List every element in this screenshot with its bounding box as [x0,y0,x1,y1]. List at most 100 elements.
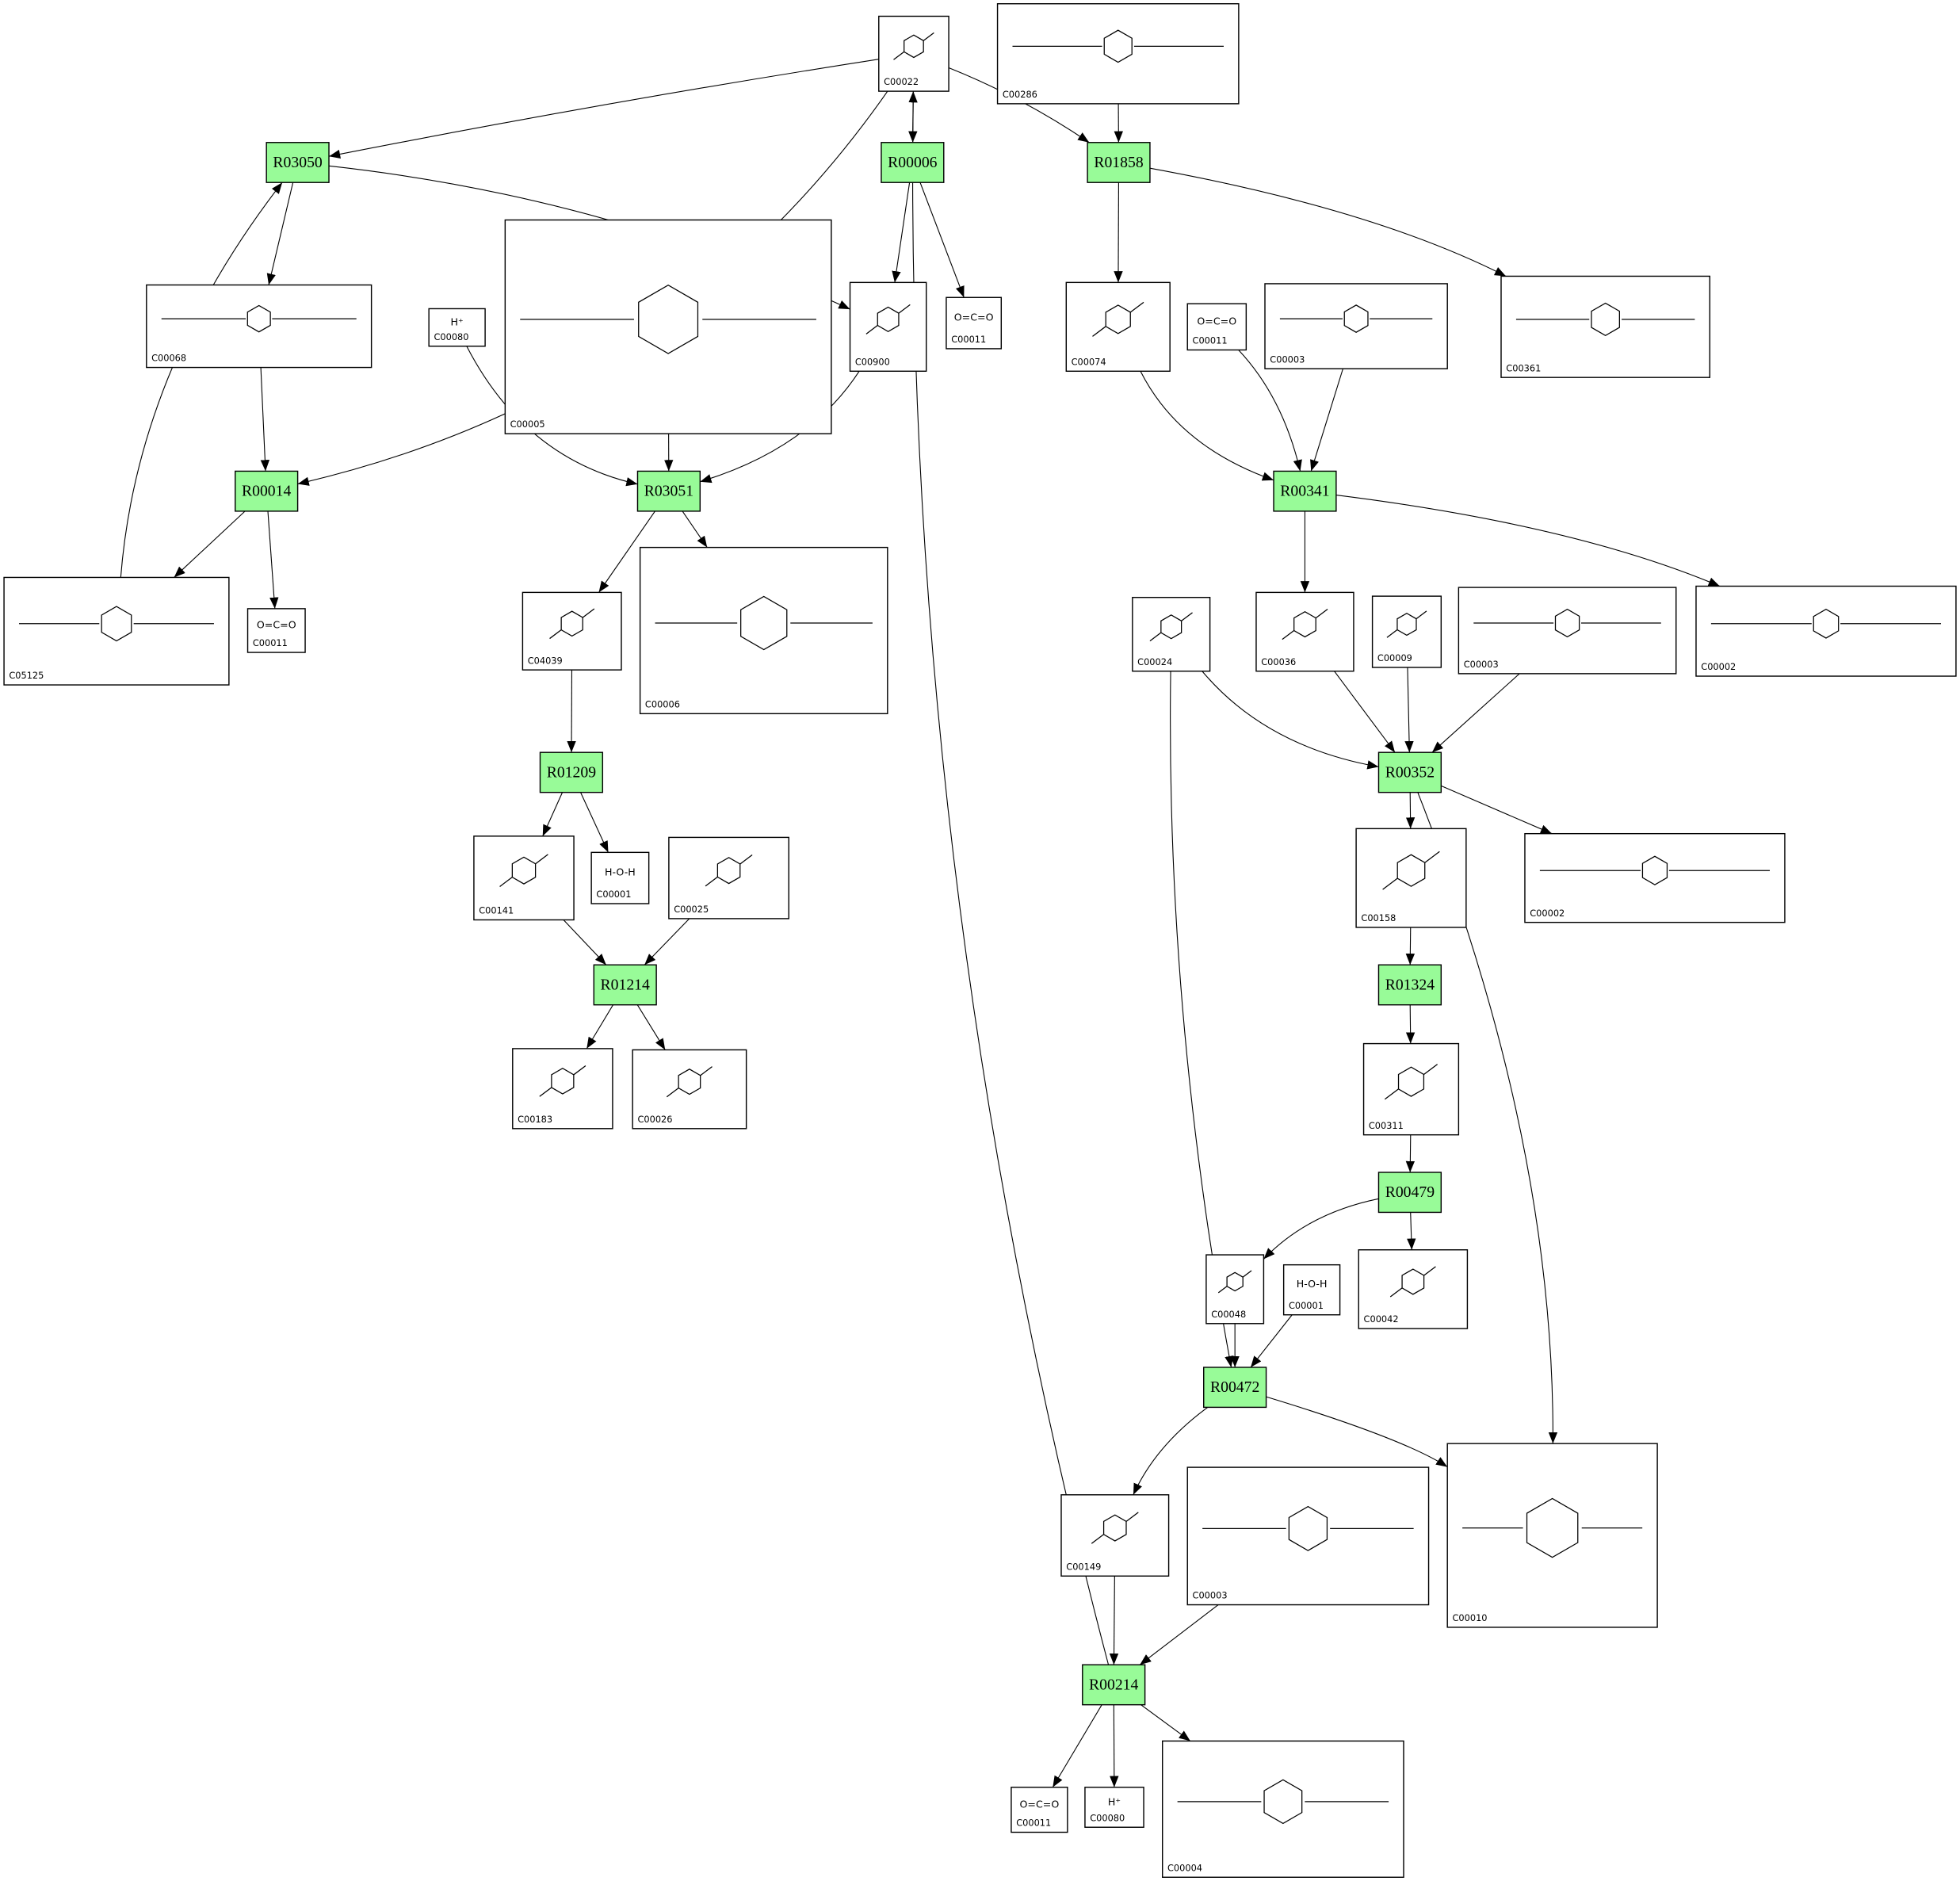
compound-box[interactable] [1282,1264,1341,1316]
compound-node-C00006[interactable]: C00006 [639,546,888,715]
compound-box[interactable] [1132,596,1211,672]
compound-box[interactable] [1205,1254,1265,1325]
reaction-node-R00006[interactable]: R00006 [881,142,945,183]
reaction-node-R00472[interactable]: R00472 [1203,1367,1267,1409]
compound-node-C00005[interactable]: C00005 [504,219,832,434]
compound-box[interactable] [146,284,373,369]
compound-box[interactable] [1060,1494,1170,1577]
reaction-node-R00341[interactable]: R00341 [1273,470,1337,512]
compound-node-C00074[interactable]: C00074 [1065,281,1171,373]
reaction-box[interactable] [636,470,701,512]
reaction-box[interactable] [881,142,945,183]
compound-node-C00003[interactable]: C00003 [1264,283,1448,369]
compound-box[interactable] [1065,281,1171,373]
compound-node-C05125[interactable]: C05125 [3,576,230,686]
compound-box[interactable] [1355,828,1467,928]
reaction-box[interactable] [266,142,330,183]
compound-node-C00080[interactable]: H⁺C00080 [428,308,486,347]
reaction-node-R00352[interactable]: R00352 [1377,751,1442,793]
compound-node-C00036[interactable]: C00036 [1255,591,1354,672]
compound-box[interactable] [1458,587,1677,675]
compound-node-C00024[interactable]: C00024 [1132,596,1211,672]
compound-box[interactable] [668,836,789,919]
reaction-node-R01858[interactable]: R01858 [1087,142,1151,183]
compound-node-C00311[interactable]: C00311 [1362,1042,1460,1136]
compound-node-C00149[interactable]: C00149 [1060,1494,1170,1577]
compound-box[interactable] [1358,1249,1469,1329]
compound-node-C00002[interactable]: C00002 [1524,832,1786,923]
reaction-node-R01209[interactable]: R01209 [539,751,604,793]
reaction-node-R00014[interactable]: R00014 [235,470,299,512]
compound-node-C00158[interactable]: C00158 [1355,828,1467,928]
compound-node-C00068[interactable]: C00068 [146,284,373,369]
reaction-box[interactable] [1273,470,1337,512]
compound-node-C00010[interactable]: C00010 [1446,1443,1658,1628]
compound-box[interactable] [1255,591,1354,672]
compound-node-C00003[interactable]: C00003 [1186,1466,1430,1606]
compound-box[interactable] [1371,595,1442,668]
compound-node-C00042[interactable]: C00042 [1358,1249,1469,1329]
reaction-box[interactable] [235,470,299,512]
compound-box[interactable] [473,835,575,921]
reaction-node-R00214[interactable]: R00214 [1082,1664,1146,1706]
compound-node-C00025[interactable]: C00025 [668,836,789,919]
compound-node-C00002[interactable]: C00002 [1695,585,1957,677]
compound-box[interactable] [1524,832,1786,923]
reaction-node-R01324[interactable]: R01324 [1377,964,1442,1006]
compound-box[interactable] [246,608,306,653]
compound-box[interactable] [849,281,927,373]
compound-box[interactable] [1446,1443,1658,1628]
compound-box[interactable] [639,546,888,715]
compound-box[interactable] [512,1048,613,1130]
compound-node-C00183[interactable]: C00183 [512,1048,613,1130]
reaction-node-R03050[interactable]: R03050 [266,142,330,183]
compound-box[interactable] [1161,1740,1404,1878]
compound-node-C00286[interactable]: C00286 [996,3,1240,105]
reaction-node-R00479[interactable]: R00479 [1377,1172,1442,1214]
compound-box[interactable] [504,219,832,434]
compound-box[interactable] [590,851,650,904]
compound-node-C00004[interactable]: C00004 [1161,1740,1404,1878]
compound-box[interactable] [1264,283,1448,369]
compound-box[interactable] [1695,585,1957,677]
compound-box[interactable] [996,3,1240,105]
reaction-box[interactable] [593,964,657,1006]
compound-box[interactable] [522,591,622,671]
reaction-box[interactable] [1377,1172,1442,1214]
compound-box[interactable] [946,296,1003,350]
compound-node-C00141[interactable]: C00141 [473,835,575,921]
compound-box[interactable] [3,576,230,686]
compound-box[interactable] [428,308,486,347]
compound-box[interactable] [1362,1042,1460,1136]
reaction-node-R03051[interactable]: R03051 [636,470,701,512]
compound-box[interactable] [1084,1787,1144,1828]
compound-box[interactable] [878,15,949,92]
reaction-box[interactable] [1203,1367,1267,1409]
compound-node-C00003[interactable]: C00003 [1458,587,1677,675]
compound-node-C00048[interactable]: C00048 [1205,1254,1265,1325]
reaction-box[interactable] [1377,964,1442,1006]
compound-node-C00080[interactable]: H⁺C00080 [1084,1787,1144,1828]
reaction-box[interactable] [1087,142,1151,183]
compound-box[interactable] [632,1049,747,1130]
compound-node-C00361[interactable]: C00361 [1500,275,1711,378]
compound-node-C00026[interactable]: C00026 [632,1049,747,1130]
reaction-box[interactable] [1082,1664,1146,1706]
compound-node-C04039[interactable]: C04039 [522,591,622,671]
compound-node-C00900[interactable]: C00900 [849,281,927,373]
reaction-box[interactable] [1377,751,1442,793]
compound-node-C00009[interactable]: C00009 [1371,595,1442,668]
compound-box[interactable] [1500,275,1711,378]
compound-node-C00022[interactable]: C00022 [878,15,949,92]
reaction-node-R01214[interactable]: R01214 [593,964,657,1006]
compound-box[interactable] [1186,303,1247,351]
compound-box[interactable] [1011,1787,1068,1833]
compound-box[interactable] [1186,1466,1430,1606]
reaction-box[interactable] [539,751,604,793]
